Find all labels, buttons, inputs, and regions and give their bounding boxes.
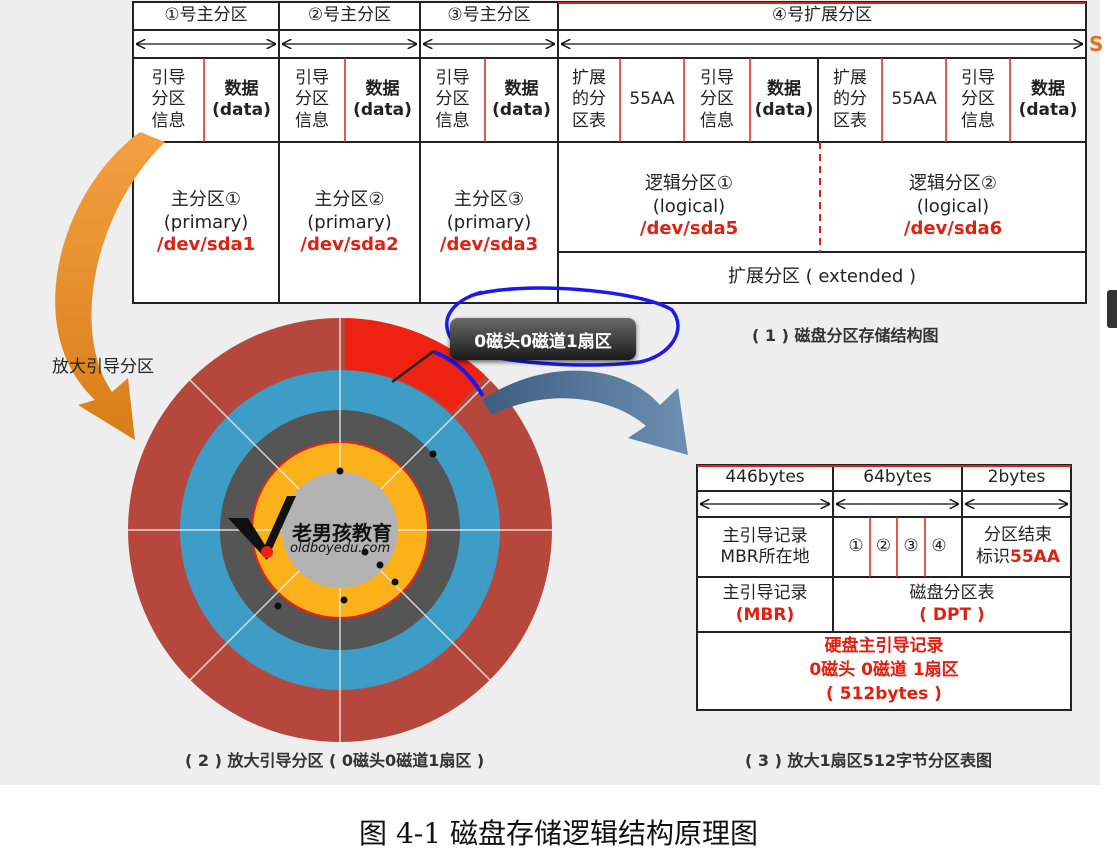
- primary-2-dev: /dev/sda2: [300, 234, 399, 256]
- logical-partition-1: 逻辑分区① (logical) /dev/sda5: [558, 162, 820, 252]
- logical-2-name: 逻辑分区②: [908, 173, 998, 195]
- top-table-grid: [132, 1, 1087, 304]
- primary-3-dev: /dev/sda3: [439, 234, 539, 256]
- mbr-location: 主引导记录 MBR所在地: [720, 525, 810, 567]
- logo-text: 老男孩教育: [292, 521, 392, 545]
- end-marker-label: 分区结束 标识: [976, 525, 1052, 568]
- dpt-cell: 磁盘分区表 ( DPT ): [833, 577, 1071, 632]
- slot-3: ③: [903, 536, 919, 557]
- primary-1-name: 主分区①: [170, 189, 242, 211]
- primary-2-type: (primary): [307, 211, 392, 233]
- slot-1: ①: [848, 536, 864, 557]
- primary-partition-2: 主分区② (primary) /dev/sda2: [279, 178, 420, 268]
- ext-partition-table-1: 扩展 的分 区表: [572, 68, 606, 131]
- ext-partition-table-2: 扩展 的分 区表: [833, 68, 867, 131]
- data-cell-1: 数据 (data): [212, 78, 271, 120]
- logical-1-type: (logical): [652, 195, 726, 217]
- hd-mbr-title: 硬盘主引导记录: [824, 636, 944, 657]
- extended-partition-label: 扩展分区 ( extended ): [727, 266, 917, 288]
- orange-curved-arrow: [55, 132, 165, 440]
- primary-partition-1: 主分区① (primary) /dev/sda1: [133, 178, 279, 268]
- size-2: 2bytes: [987, 467, 1046, 488]
- slot-2: ②: [875, 536, 892, 557]
- caption-2: ( 2 ) 放大引导分区 ( 0磁头0磁道1扇区 ): [185, 751, 485, 770]
- caption-1: ( 1 ) 磁盘分区存储结构图: [752, 326, 939, 345]
- end-marker: 分区结束 标识55AA: [966, 524, 1070, 568]
- disk-graphic: [128, 318, 552, 742]
- zoom-boot-label: 放大引导分区: [52, 357, 154, 377]
- side-tab-handle[interactable]: [1107, 290, 1117, 328]
- caption-3: ( 3 ) 放大1扇区512字节分区表图: [745, 751, 993, 770]
- logical-1-dev: /dev/sda5: [639, 218, 739, 240]
- hd-mbr-location: 0磁头 0磁道 1扇区: [809, 660, 959, 681]
- s-logo-icon: S: [1089, 32, 1104, 56]
- hd-mbr-cell: 硬盘主引导记录 0磁头 0磁道 1扇区 ( 512bytes ): [697, 632, 1071, 710]
- header-primary-3: ③号主分区: [447, 5, 531, 26]
- primary-2-name: 主分区②: [314, 189, 385, 211]
- header-extended-4: ④号扩展分区: [771, 5, 873, 26]
- boot-info-1: 引导 分区 信息: [151, 68, 186, 131]
- size-446: 446bytes: [725, 467, 805, 488]
- logical-2-dev: /dev/sda6: [903, 218, 1003, 240]
- boot-info-5: 引导 分区 信息: [961, 68, 995, 131]
- logical-partition-2: 逻辑分区② (logical) /dev/sda6: [820, 162, 1086, 252]
- mbr-name: 主引导记录: [722, 583, 808, 604]
- hd-mbr-size: ( 512bytes ): [826, 683, 942, 704]
- data-cell-2: 数据 (data): [353, 78, 412, 120]
- logical-2-type: (logical): [916, 195, 990, 217]
- mbr-cell: 主引导记录 (MBR): [697, 577, 833, 632]
- sector-tooltip: 0磁头0磁道1扇区: [450, 318, 636, 360]
- primary-1-type: (primary): [163, 211, 249, 233]
- primary-1-dev: /dev/sda1: [156, 234, 256, 256]
- logo-url: oldboyedu.com: [290, 541, 391, 556]
- primary-partition-3: 主分区③ (primary) /dev/sda3: [420, 178, 558, 268]
- dpt-name: 磁盘分区表: [909, 583, 995, 604]
- end-marker-value: 55AA: [1010, 547, 1060, 568]
- primary-3-name: 主分区③: [453, 189, 525, 211]
- slot-4: ④: [931, 536, 947, 557]
- figure-title: 图 4-1 磁盘存储逻辑结构原理图: [359, 817, 758, 850]
- sig-55aa-1: 55AA: [629, 89, 675, 110]
- primary-3-type: (primary): [446, 211, 532, 233]
- boot-info-2: 引导 分区 信息: [295, 68, 329, 131]
- boot-info-4: 引导 分区 信息: [700, 68, 734, 131]
- top-table-red-lines: [203, 2, 1086, 252]
- header-primary-2: ②号主分区: [307, 5, 392, 26]
- data-cell-4: 数据 (data): [754, 78, 814, 120]
- mbr-abbr: (MBR): [735, 604, 795, 625]
- data-cell-3: 数据 (data): [492, 78, 551, 120]
- blue-annotation-stroke: [433, 350, 485, 397]
- boot-info-3: 引导 分区 信息: [435, 68, 470, 131]
- data-cell-5: 数据 (data): [1018, 78, 1078, 120]
- dpt-abbr: ( DPT ): [919, 604, 985, 625]
- logical-1-name: 逻辑分区①: [644, 173, 734, 195]
- blue-curved-arrow: [482, 370, 688, 455]
- header-primary-1: ①号主分区: [164, 5, 248, 26]
- size-64: 64bytes: [863, 467, 932, 488]
- sig-55aa-2: 55AA: [891, 89, 937, 110]
